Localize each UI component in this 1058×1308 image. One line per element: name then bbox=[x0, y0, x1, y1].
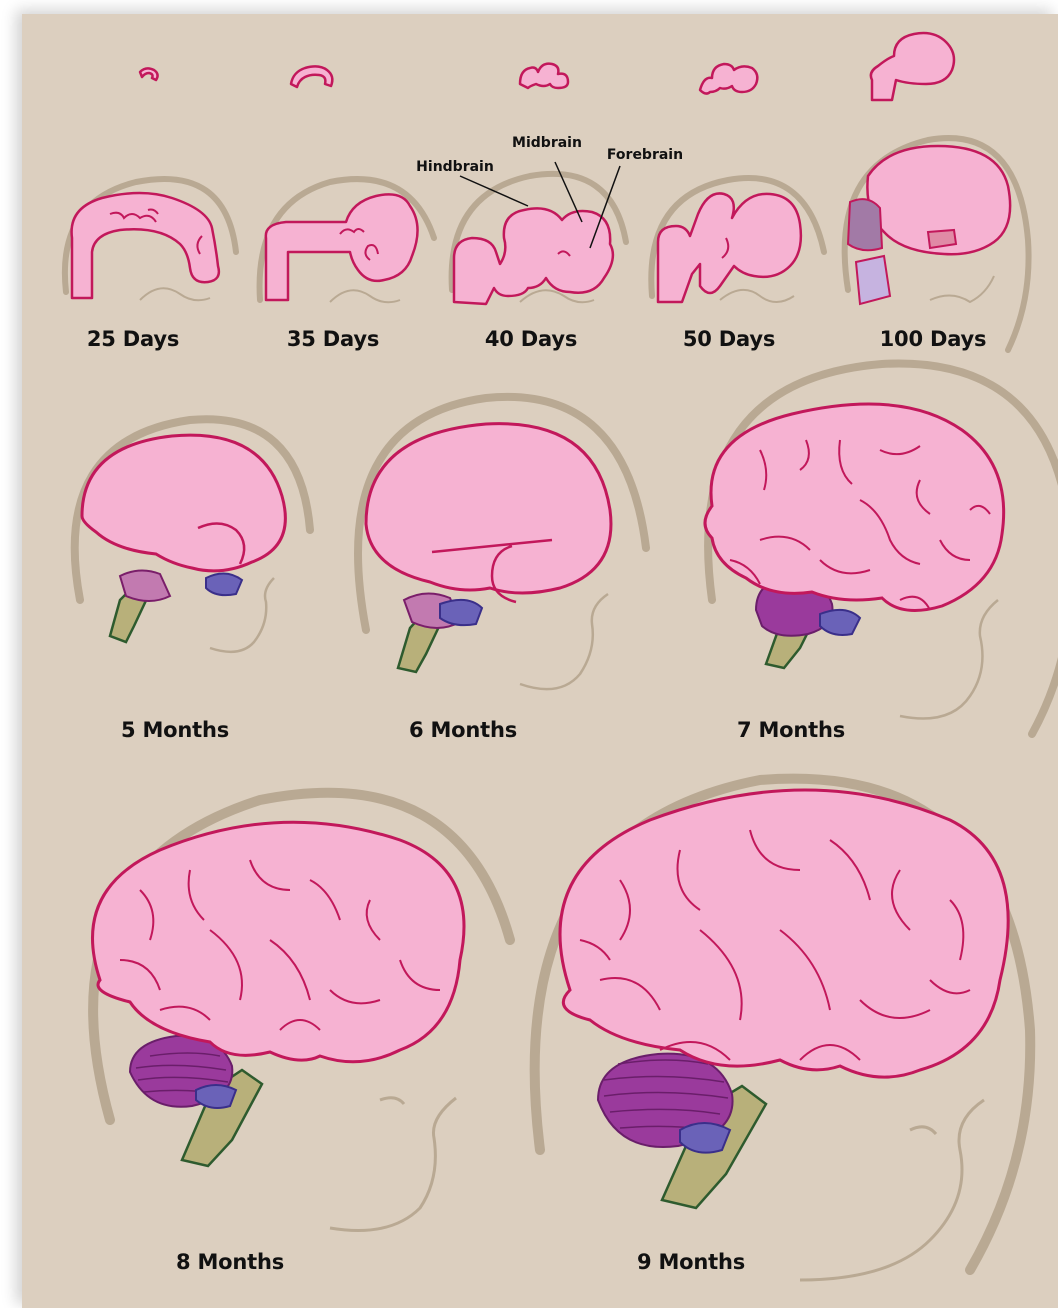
brain-40-days bbox=[454, 208, 613, 304]
actual-size-brains bbox=[140, 33, 954, 100]
tiny-brain-25-days bbox=[140, 68, 158, 80]
tiny-brain-100-days bbox=[871, 33, 954, 100]
tiny-brain-40-days bbox=[520, 64, 568, 88]
brain-6-months bbox=[366, 424, 611, 672]
midbrain-label: Midbrain bbox=[512, 135, 582, 151]
tiny-brain-50-days bbox=[700, 64, 757, 94]
brain-8-months bbox=[93, 822, 465, 1166]
brain-35-days bbox=[266, 194, 418, 300]
forebrain-label: Forebrain bbox=[607, 147, 683, 163]
brain-7-months bbox=[705, 404, 1004, 668]
hindbrain-label: Hindbrain bbox=[416, 159, 494, 175]
stage-label-100-days: 100 Days bbox=[880, 327, 987, 351]
stage-label-8-months: 8 Months bbox=[176, 1250, 284, 1274]
stage-label-50-days: 50 Days bbox=[683, 327, 775, 351]
brain-5-months bbox=[82, 435, 285, 642]
stage-label-40-days: 40 Days bbox=[485, 327, 577, 351]
stage-label-35-days: 35 Days bbox=[287, 327, 379, 351]
stage-label-25-days: 25 Days bbox=[87, 327, 179, 351]
tiny-brain-35-days bbox=[291, 66, 332, 87]
brain-9-months bbox=[560, 790, 1008, 1208]
stage-label-9-months: 9 Months bbox=[637, 1250, 745, 1274]
stage-label-7-months: 7 Months bbox=[737, 718, 845, 742]
brain-50-days bbox=[658, 193, 801, 302]
stage-label-5-months: 5 Months bbox=[121, 718, 229, 742]
stage-label-6-months: 6 Months bbox=[409, 718, 517, 742]
